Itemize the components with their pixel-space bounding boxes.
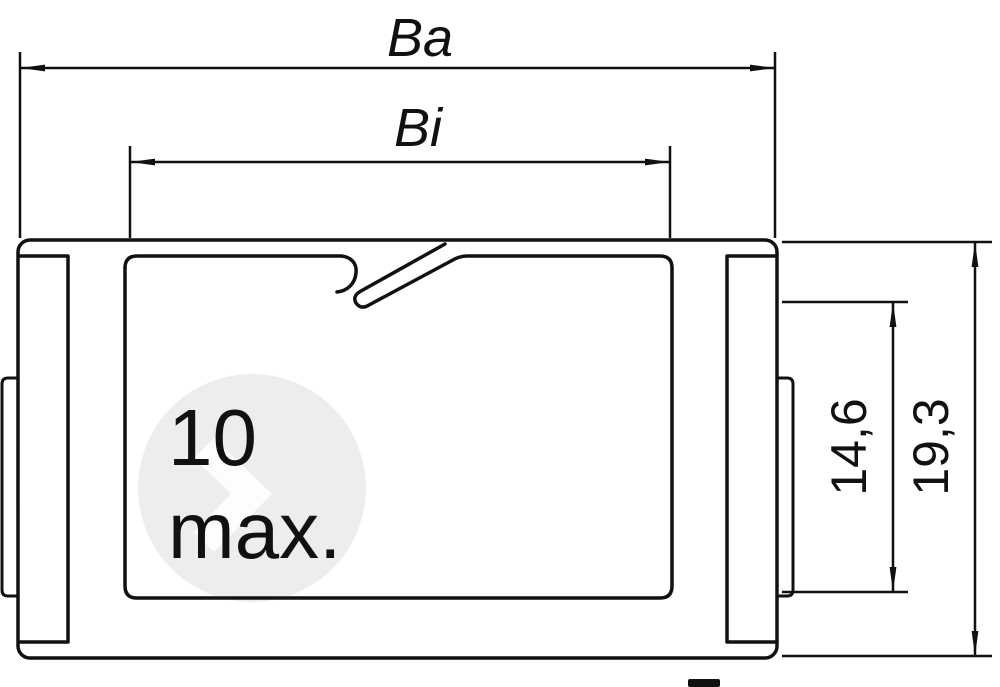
ba-label: Ba bbox=[387, 8, 453, 68]
dimension-outer-width: Ba bbox=[18, 8, 777, 238]
left-side-tab bbox=[0, 376, 20, 598]
dimension-outer-height: 19,3 bbox=[782, 240, 992, 658]
inner-height-label: 14,6 bbox=[821, 398, 877, 495]
watermark-shape bbox=[194, 438, 272, 552]
max-cable-value: 10 bbox=[168, 393, 257, 482]
outer-profile bbox=[16, 238, 779, 660]
watermark bbox=[138, 374, 366, 602]
right-side-tab bbox=[775, 376, 795, 598]
latch-tongue-and-crossbar-right bbox=[353, 242, 674, 309]
dimension-inner-width: Bi bbox=[128, 98, 672, 238]
right-side-plate bbox=[725, 254, 777, 644]
bottom-edge-mark bbox=[688, 679, 720, 687]
inner-cavity bbox=[123, 266, 674, 600]
bi-label: Bi bbox=[394, 98, 444, 158]
left-side-plate bbox=[18, 254, 70, 644]
outer-height-label: 19,3 bbox=[903, 398, 959, 495]
carrier-body bbox=[0, 238, 795, 660]
dimension-inner-height: 14,6 bbox=[782, 300, 908, 594]
max-cable-note: 10 max. bbox=[168, 393, 341, 575]
max-cable-suffix: max. bbox=[168, 486, 341, 575]
crossbar-left-hook bbox=[123, 254, 358, 294]
